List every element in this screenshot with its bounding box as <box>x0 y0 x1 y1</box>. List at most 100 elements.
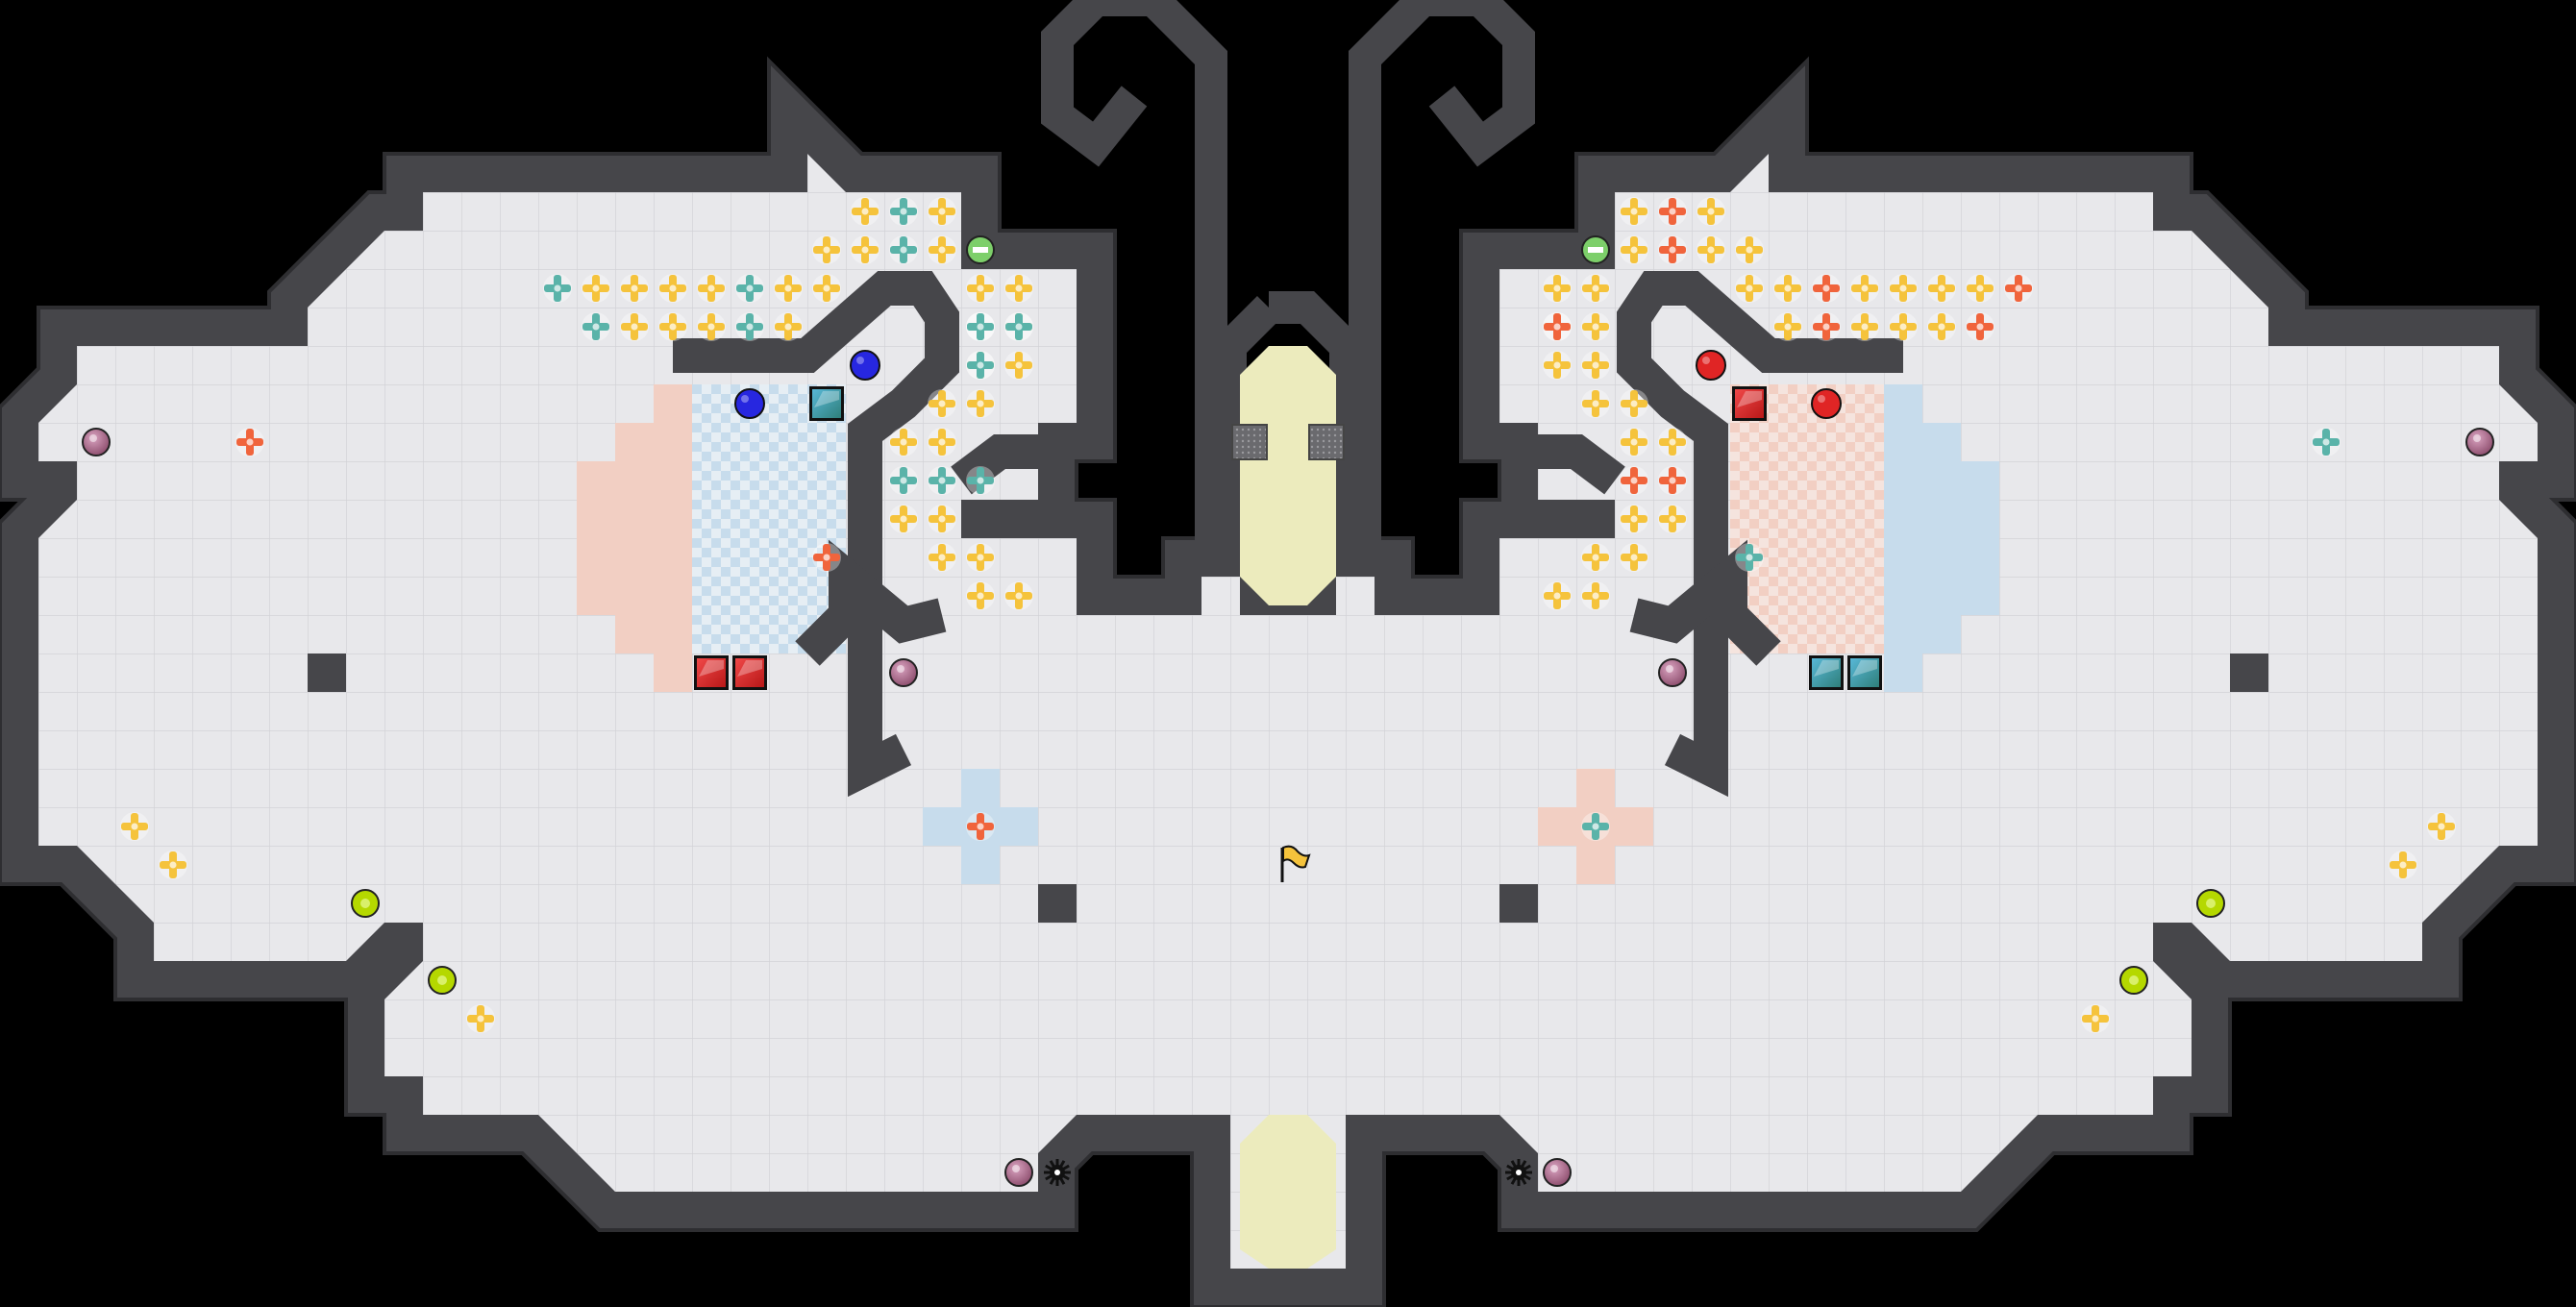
boost-blue-2 <box>1809 655 1844 690</box>
powerup-yellow-56 <box>1581 389 1610 418</box>
bomb-3 <box>2196 889 2225 918</box>
powerup-yellow-40 <box>1543 274 1572 303</box>
powerup-teal-2 <box>889 235 918 264</box>
powerup-yellow-8 <box>658 274 687 303</box>
powerup-yellow-3 <box>812 235 841 264</box>
powerup-yellow-38 <box>1697 235 1725 264</box>
powerup-teal-9 <box>889 466 918 495</box>
portal-5 <box>1658 658 1687 687</box>
powerup-teal-15 <box>1581 812 1610 841</box>
wall-block-2 <box>1038 884 1077 923</box>
powerup-yellow-17 <box>774 312 803 341</box>
powerup-yellow-10 <box>774 274 803 303</box>
boost-blue-3 <box>1847 655 1882 690</box>
powerup-yellow-33 <box>159 851 187 879</box>
right-inner-wedge <box>1629 539 1781 666</box>
powerup-orange-10 <box>1966 312 1994 341</box>
powerup-orange-9 <box>1812 312 1841 341</box>
powerup-yellow-67 <box>2389 851 2417 879</box>
inner-walls <box>308 271 2268 923</box>
wall-block-1 <box>308 654 346 692</box>
powerup-yellow-15 <box>658 312 687 341</box>
powerup-yellow-54 <box>1543 351 1572 380</box>
powerup-yellow-45 <box>1889 274 1918 303</box>
powerup-yellow-16 <box>697 312 726 341</box>
powerup-orange-1 <box>235 428 264 456</box>
powerup-orange-4 <box>1658 197 1687 226</box>
right-hook-wall <box>1349 0 1535 596</box>
powerup-teal-1 <box>889 197 918 226</box>
powerup-yellow-66 <box>2427 812 2456 841</box>
spike-1 <box>1044 1159 1071 1186</box>
powerup-teal-14 <box>1735 543 1764 572</box>
blue-zone-right <box>1884 384 1999 692</box>
wall-block-3 <box>1499 884 1538 923</box>
flag-icon <box>1280 845 1311 882</box>
powerup-teal-10 <box>928 466 956 495</box>
powerup-yellow-32 <box>120 812 149 841</box>
powerup-yellow-30 <box>966 581 995 610</box>
gate-block-2 <box>1308 424 1345 460</box>
powerup-yellow-28 <box>928 543 956 572</box>
powerup-yellow-62 <box>1581 543 1610 572</box>
powerup-yellow-35 <box>1620 197 1648 226</box>
powerup-yellow-50 <box>1773 312 1802 341</box>
blue-ball-1 <box>850 350 880 381</box>
left-hook-wall <box>1041 0 1227 596</box>
powerup-yellow-42 <box>1735 274 1764 303</box>
powerup-yellow-47 <box>1966 274 1994 303</box>
wall-block-4 <box>2230 654 2268 692</box>
boost-red-2 <box>732 655 767 690</box>
powerup-yellow-68 <box>2081 1004 2110 1033</box>
bomb-2 <box>428 966 457 995</box>
portal-4 <box>2465 428 2494 456</box>
red-checker-zone <box>1730 384 1884 654</box>
powerup-yellow-36 <box>1697 197 1725 226</box>
powerup-yellow-61 <box>1658 505 1687 533</box>
powerup-teal-5 <box>582 312 610 341</box>
portal-1 <box>82 428 111 456</box>
powerup-orange-12 <box>1658 466 1687 495</box>
powerup-yellow-41 <box>1581 274 1610 303</box>
powerup-orange-2 <box>812 543 841 572</box>
powerup-yellow-55 <box>1581 351 1610 380</box>
blue-checker-zone <box>692 384 846 654</box>
yellow-zone-bottom <box>1240 1115 1336 1269</box>
powerup-yellow-2 <box>928 197 956 226</box>
powerup-yellow-11 <box>812 274 841 303</box>
powerup-yellow-31 <box>1004 581 1033 610</box>
powerup-yellow-22 <box>928 389 956 418</box>
blue-ball-2 <box>734 388 765 419</box>
powerup-orange-8 <box>1543 312 1572 341</box>
powerup-yellow-25 <box>928 428 956 456</box>
yellow-zone-top <box>1240 346 1336 605</box>
powerup-yellow-23 <box>966 389 995 418</box>
powerup-orange-3 <box>966 812 995 841</box>
powerup-yellow-51 <box>1850 312 1879 341</box>
powerup-yellow-59 <box>1658 428 1687 456</box>
powerup-yellow-14 <box>620 312 649 341</box>
portal-2 <box>889 658 918 687</box>
boost-red-1 <box>694 655 729 690</box>
powerup-yellow-46 <box>1927 274 1956 303</box>
gate-button-left <box>966 235 995 264</box>
gate-block-1 <box>1231 424 1268 460</box>
portal-6 <box>1543 1158 1572 1187</box>
powerup-yellow-34 <box>466 1004 495 1033</box>
powerup-teal-6 <box>735 312 764 341</box>
red-ball-1 <box>1696 350 1726 381</box>
powerup-yellow-27 <box>928 505 956 533</box>
powerup-yellow-29 <box>966 543 995 572</box>
powerup-teal-16 <box>966 312 995 341</box>
powerup-yellow-53 <box>1927 312 1956 341</box>
spike-2 <box>1505 1159 1532 1186</box>
red-ball-2 <box>1811 388 1842 419</box>
powerup-orange-5 <box>1658 235 1687 264</box>
gate-button-right <box>1581 235 1610 264</box>
powerup-teal-3 <box>543 274 572 303</box>
powerup-yellow-9 <box>697 274 726 303</box>
powerup-yellow-37 <box>1620 235 1648 264</box>
red-zone-left <box>577 384 692 692</box>
powerup-yellow-12 <box>966 274 995 303</box>
powerup-teal-12 <box>966 351 995 380</box>
